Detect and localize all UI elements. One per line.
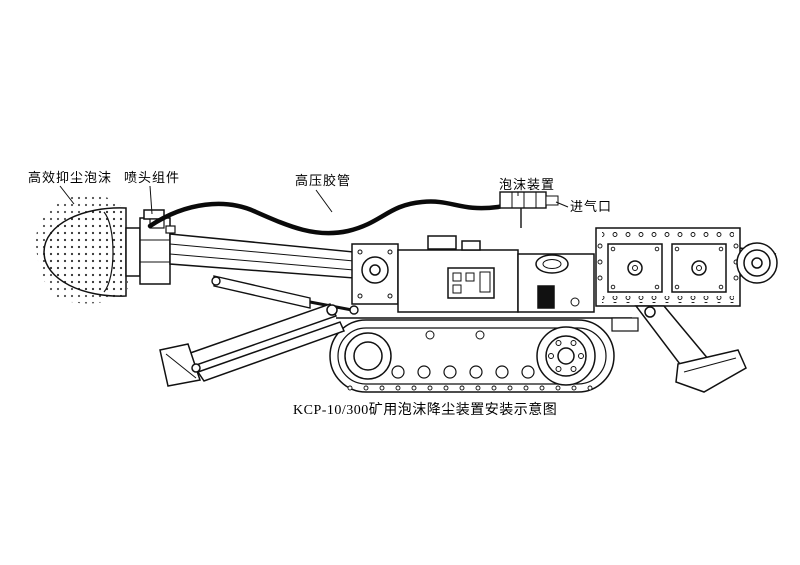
rear-electrical-box	[595, 227, 741, 307]
machine-body	[336, 235, 639, 332]
tail-pulley	[736, 242, 778, 284]
high-pressure-hose	[147, 199, 505, 236]
foam-device-box	[499, 191, 559, 228]
label-high-pressure-hose: 高压胶管	[295, 173, 352, 188]
crawler-track	[329, 319, 615, 393]
turret-pivot	[351, 243, 399, 305]
leader-lines	[59, 185, 569, 215]
label-foam: 高效抑尘泡沫	[28, 170, 113, 185]
diagram-caption: KCP-10/300矿用泡沫降尘装置安装示意图	[293, 403, 558, 418]
cutting-head	[43, 207, 171, 297]
label-air-inlet: 进气口	[570, 199, 613, 214]
loading-apron	[159, 303, 346, 387]
boom-arm	[169, 233, 355, 279]
label-nozzle-assembly: 喷头组件	[124, 170, 181, 185]
rear-support-leg	[634, 305, 747, 393]
label-foam-device: 泡沫装置	[499, 177, 556, 192]
